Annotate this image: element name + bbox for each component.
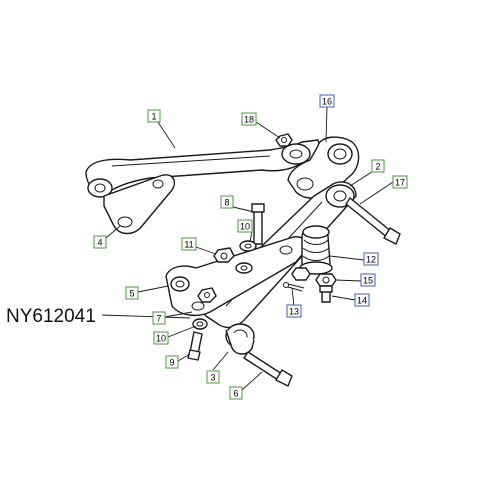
callout-5: 5 [125,286,139,300]
callout-16: 16 [319,94,335,108]
bolt-9-part [187,331,203,361]
svg-text:10: 10 [240,222,250,232]
nut-15-part [315,273,337,287]
svg-text:13: 13 [289,307,299,317]
callout-17: 17 [392,175,408,189]
callout-6: 6 [229,386,243,400]
callout-8: 8 [220,195,234,209]
callout-15: 15 [360,273,376,287]
callout-3: 3 [206,370,220,384]
callout-7: 7 [152,311,166,325]
svg-text:10: 10 [156,334,166,344]
callout-18: 18 [241,112,257,126]
bolt-6-part [243,351,293,387]
svg-text:4: 4 [97,238,102,248]
svg-text:1: 1 [151,112,156,122]
svg-text:7: 7 [156,314,161,324]
nut-11-upper-part [213,247,235,263]
svg-text:14: 14 [357,296,367,306]
washer-11-part [235,262,253,274]
svg-text:5: 5 [129,289,134,299]
callout-1: 1 [147,109,161,123]
spring-part [299,225,333,275]
svg-text:2: 2 [375,162,380,172]
nut-lower-part [197,287,217,303]
callout-4: 4 [93,235,107,249]
svg-text:15: 15 [363,276,373,286]
washer-10-lower-part [192,318,208,330]
part-number-label: NY612041 [6,306,96,327]
svg-text:8: 8 [224,198,229,208]
svg-text:17: 17 [395,178,405,188]
svg-text:3: 3 [210,373,215,383]
svg-text:6: 6 [233,389,238,399]
svg-text:9: 9 [169,358,174,368]
callout-10-lower: 10 [153,331,169,345]
bolt-8-part [251,203,265,245]
callout-9: 9 [165,355,179,369]
bolt-14-part [319,285,333,303]
callout-10-upper: 10 [237,219,253,233]
washer-10-upper-part [239,240,257,252]
svg-text:16: 16 [322,97,332,107]
svg-text:18: 18 [244,115,254,125]
callout-14: 14 [354,293,370,307]
svg-text:12: 12 [366,255,376,265]
link-arm-part [85,139,323,198]
split-pin-part [283,282,305,292]
callout-12: 12 [363,252,379,266]
callout-11: 11 [181,237,197,251]
nut-18-part [275,133,293,147]
svg-text:11: 11 [184,240,193,250]
leader-lines [101,106,394,391]
callout-2: 2 [371,159,385,173]
callout-13: 13 [286,304,302,318]
bolt-17-part [345,197,401,245]
nut-spring-part [291,267,311,281]
bush-part [225,323,255,355]
